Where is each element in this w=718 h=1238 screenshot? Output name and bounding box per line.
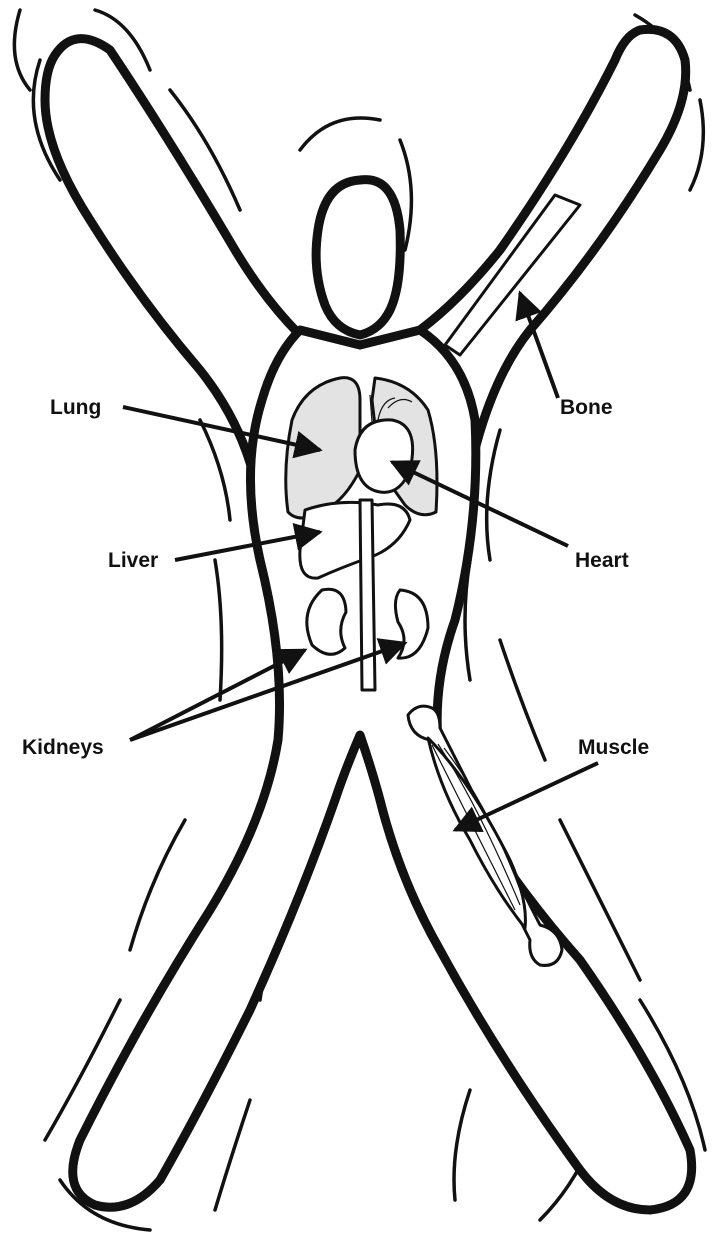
label-muscle: Muscle	[578, 736, 649, 759]
label-lung: Lung	[50, 396, 101, 419]
label-liver: Liver	[108, 549, 158, 572]
head	[316, 180, 400, 335]
aorta	[360, 500, 375, 690]
label-bone: Bone	[560, 396, 613, 419]
left-kidney	[307, 589, 346, 654]
label-kidneys: Kidneys	[22, 736, 104, 759]
label-heart: Heart	[575, 549, 629, 572]
